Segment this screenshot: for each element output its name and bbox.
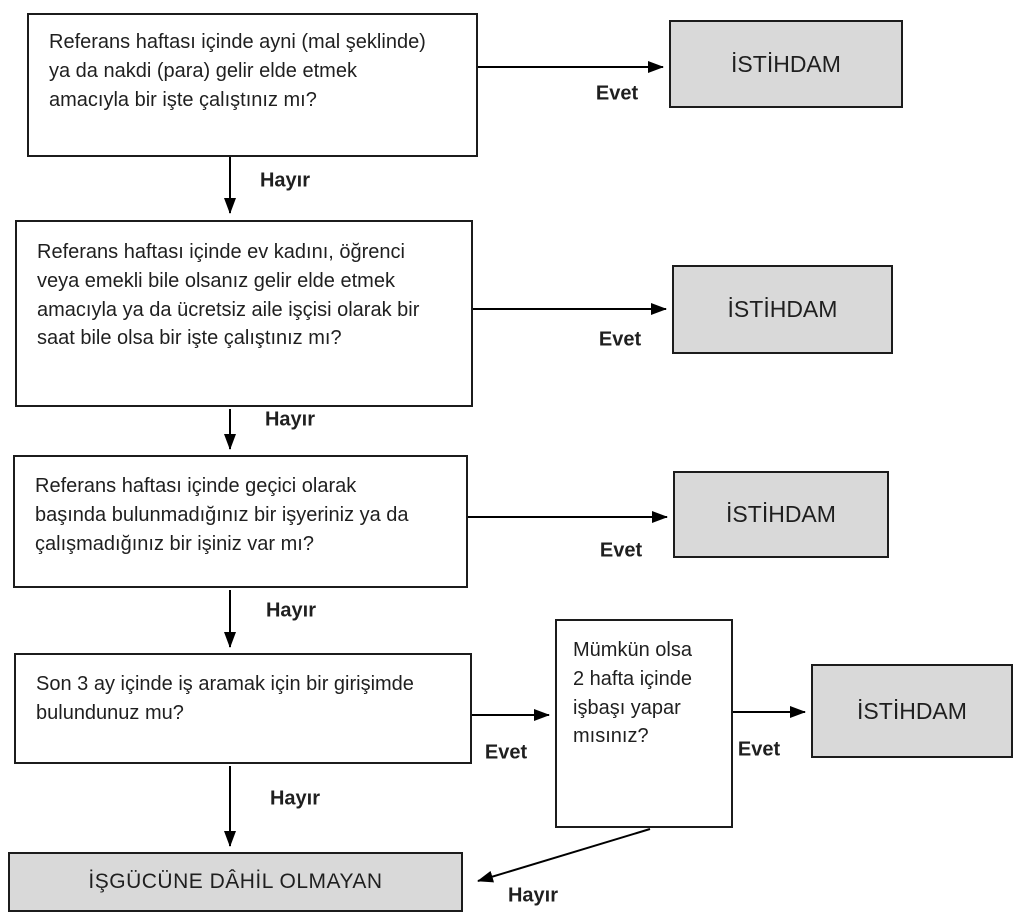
edge-label-evet-1: Evet bbox=[595, 82, 639, 105]
edge-label-hayir-5: Hayır bbox=[507, 884, 559, 907]
outcome-istihdam-1: İSTİHDAM bbox=[669, 20, 903, 108]
outcome-istihdam-2: İSTİHDAM bbox=[672, 265, 893, 354]
edge-label-evet-5: Evet bbox=[737, 738, 781, 761]
outcome-not-in-labor-force: İŞGÜCÜNE DÂHİL OLMAYAN bbox=[8, 852, 463, 912]
edge-label-evet-3: Evet bbox=[599, 539, 643, 562]
edge-label-evet-4: Evet bbox=[484, 741, 528, 764]
edge-label-hayir-1: Hayır bbox=[259, 169, 311, 192]
edge-label-hayir-4: Hayır bbox=[269, 787, 321, 810]
edge-label-hayir-2: Hayır bbox=[264, 408, 316, 431]
question-box-start-within-2-weeks: Mümkün olsa 2 hafta içinde işbaşı yapar … bbox=[555, 619, 733, 828]
outcome-istihdam-4: İSTİHDAM bbox=[811, 664, 1013, 758]
question-box-worked-for-income: Referans haftası içinde ayni (mal şeklin… bbox=[27, 13, 478, 157]
arrow-q5-to-not-in-labor-force bbox=[477, 828, 651, 883]
edge-label-evet-2: Evet bbox=[598, 328, 642, 351]
edge-label-hayir-3: Hayır bbox=[265, 599, 317, 622]
question-box-worked-one-hour: Referans haftası içinde ev kadını, öğren… bbox=[15, 220, 473, 407]
outcome-istihdam-3: İSTİHDAM bbox=[673, 471, 889, 558]
question-box-job-search-last-3-months: Son 3 ay içinde iş aramak için bir giriş… bbox=[14, 653, 472, 764]
question-box-temporarily-away-from-job: Referans haftası içinde geçici olarak ba… bbox=[13, 455, 468, 588]
